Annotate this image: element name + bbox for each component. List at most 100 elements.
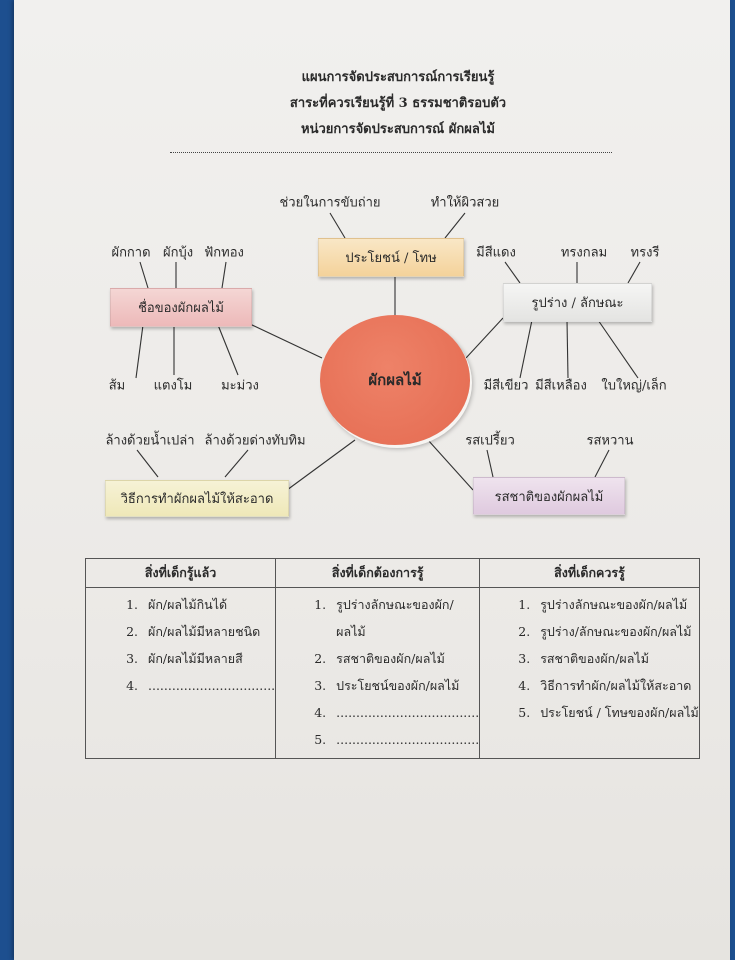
item-number: 3.	[126, 651, 138, 666]
benefit-label: ประโยชน์ / โทษ	[345, 251, 437, 266]
connector-line	[136, 449, 159, 478]
center-node: ผักผลไม้	[320, 315, 470, 445]
shape-item: มีสีเหลือง	[535, 378, 587, 394]
item-number: 1.	[518, 597, 531, 612]
plan-title: แผนการจัดประสบการณ์การเรียนรู้	[301, 70, 495, 85]
table-row: 1. ผัก/ผลไม้กินได้ 2. ผัก/ผลไม้มีหลายชนิด 3.…	[84, 587, 700, 759]
list-item: 5. ประโยชน์ / โทษของผัก/ผลไม้	[480, 704, 699, 731]
item-text: ผัก/ผลไม้กินได้	[148, 597, 228, 612]
item-text: ผัก/ผลไม้มีหลายสี	[148, 651, 243, 666]
list-item: 4.วิธีการทำผัก/ผลไม้ให้สะอาด	[480, 677, 699, 704]
list-item: 2. รูปร่าง/ลักษณะของผัก/ผลไม้	[480, 623, 699, 650]
connector-line	[224, 449, 249, 478]
connector-line	[519, 319, 533, 379]
shape-item: มีสีแดง	[476, 245, 516, 261]
cleaning-node: วิธีการทำผักผลไม้ให้สะอาด	[105, 480, 289, 517]
list-item: 3. รสชาติของผัก/ผลไม้	[480, 650, 699, 677]
shape-item: ใบใหญ่/เล็ก	[601, 378, 667, 394]
taste-item: รสเปรี้ยว	[465, 433, 515, 449]
connector-line	[594, 449, 610, 478]
item-number: 5.	[314, 732, 327, 747]
want-to-know-column: 1. รูปร่างลักษณะของผัก/ผลไม้ 2.รสชาติของผั…	[275, 587, 481, 759]
kwl-table: สิ่งที่เด็กรู้แล้ว สิ่งที่เด็กต้องการรู้…	[84, 558, 700, 759]
shape-label: รูปร่าง / ลักษณะ	[531, 296, 624, 311]
item-number: 2.	[518, 624, 531, 639]
item-text: รูปร่างลักษณะของผัก/	[336, 597, 454, 612]
shape-item: ทรงกลม	[560, 245, 608, 261]
list-item: 4.................................	[86, 677, 275, 704]
list-item: 1. ผัก/ผลไม้กินได้	[86, 596, 275, 623]
center-label: ผักผลไม้	[368, 371, 422, 389]
connector-line	[566, 319, 569, 379]
connector-line	[329, 212, 346, 239]
item-text: ประโยชน์ / โทษของผัก/ผลไม้	[540, 705, 699, 720]
benefit-node: ประโยชน์ / โทษ	[318, 238, 464, 277]
should-know-column: 1. รูปร่างลักษณะของผัก/ผลไม้ 2. รูปร่าง/ลัก…	[479, 587, 700, 759]
item-number: 1.	[314, 597, 327, 612]
connector-line	[249, 323, 323, 359]
cleaning-label: วิธีการทำผักผลไม้ให้สะอาด	[120, 492, 274, 507]
item-number: 4.	[518, 678, 531, 693]
item-text: รสชาติของผัก/ผลไม้	[540, 651, 649, 666]
column-header: สิ่งที่เด็กต้องการรู้	[275, 558, 481, 588]
item-number: 3.	[314, 678, 327, 693]
benefit-item: ทำให้ผิวสวย	[430, 195, 500, 211]
connector-line	[597, 319, 639, 379]
item-text: ....................................	[336, 732, 480, 747]
list-item: 1. รูปร่างลักษณะของผัก/	[276, 596, 479, 623]
name-item: ผักกาด	[111, 245, 151, 261]
item-text: ผลไม้	[336, 624, 366, 639]
connector-line	[504, 261, 521, 284]
shape-node: รูปร่าง / ลักษณะ	[503, 283, 652, 322]
item-text: ................................	[148, 678, 276, 693]
item-text: ประโยชน์ของผัก/ผลไม้	[336, 678, 460, 693]
column-header: สิ่งที่เด็กควรรู้	[479, 558, 700, 588]
names-node: ชื่อของผักผลไม้	[110, 288, 252, 327]
connector-line	[139, 261, 149, 289]
item-number: 2.	[314, 651, 327, 666]
item-number: 2.	[126, 624, 138, 639]
subject-title: สาระที่ควรเรียนรู้ที่ 3 ธรรมชาติรอบตัว	[289, 96, 507, 111]
item-text: ผัก/ผลไม้มีหลายชนิด	[148, 624, 261, 639]
taste-label: รสชาติของผักผลไม้	[494, 489, 604, 505]
name-item: แตงโม	[153, 378, 193, 394]
list-item: 2. ผัก/ผลไม้มีหลายชนิด	[86, 623, 275, 650]
known-column: 1. ผัก/ผลไม้กินได้ 2. ผัก/ผลไม้มีหลายชนิด 3.…	[84, 587, 277, 759]
connector-line	[444, 212, 466, 239]
item-number: 4.	[126, 678, 138, 693]
list-item: 3. ประโยชน์ของผัก/ผลไม้	[276, 677, 479, 704]
item-number: 5.	[518, 705, 531, 720]
taste-node: รสชาติของผักผลไม้	[473, 477, 625, 515]
connector-line	[427, 439, 474, 491]
name-item: ส้ม	[108, 378, 126, 394]
list-item: 1. รูปร่างลักษณะของผัก/ผลไม้	[480, 596, 699, 623]
name-item: ผักบุ้ง	[162, 245, 194, 261]
shape-item: ทรงรี	[630, 245, 660, 261]
benefit-item: ช่วยในการขับถ่าย	[279, 195, 381, 211]
name-item: มะม่วง	[221, 378, 259, 394]
list-item: 3. ผัก/ผลไม้มีหลายสี	[86, 650, 275, 677]
item-number: 4.	[314, 705, 327, 720]
connector-line	[217, 324, 239, 376]
unit-title: หน่วยการจัดประสบการณ์ ผักผลไม้	[301, 122, 495, 137]
connector-line	[221, 261, 227, 289]
connector-line	[286, 439, 356, 491]
item-number: 3.	[518, 651, 531, 666]
item-text: ....................................	[336, 705, 480, 720]
cleaning-item: ล้างด้วยด่างทับทิม	[204, 433, 306, 449]
item-number: 1.	[126, 597, 138, 612]
name-item: ฟักทอง	[204, 245, 244, 261]
connector-line	[486, 449, 494, 478]
connector-line	[135, 324, 144, 379]
taste-item: รสหวาน	[586, 433, 634, 449]
dotted-divider	[170, 152, 612, 153]
list-item: 2.รสชาติของผัก/ผลไม้	[276, 650, 479, 677]
connector-line	[627, 261, 641, 284]
table-header-row: สิ่งที่เด็กรู้แล้ว สิ่งที่เด็กต้องการรู้…	[84, 558, 700, 588]
connector-line	[465, 317, 504, 359]
item-text: รูปร่างลักษณะของผัก/ผลไม้	[540, 597, 688, 612]
list-item: 4.....................................	[276, 704, 479, 731]
list-item: ผลไม้	[276, 623, 479, 650]
item-text: รูปร่าง/ลักษณะของผัก/ผลไม้	[540, 624, 692, 639]
